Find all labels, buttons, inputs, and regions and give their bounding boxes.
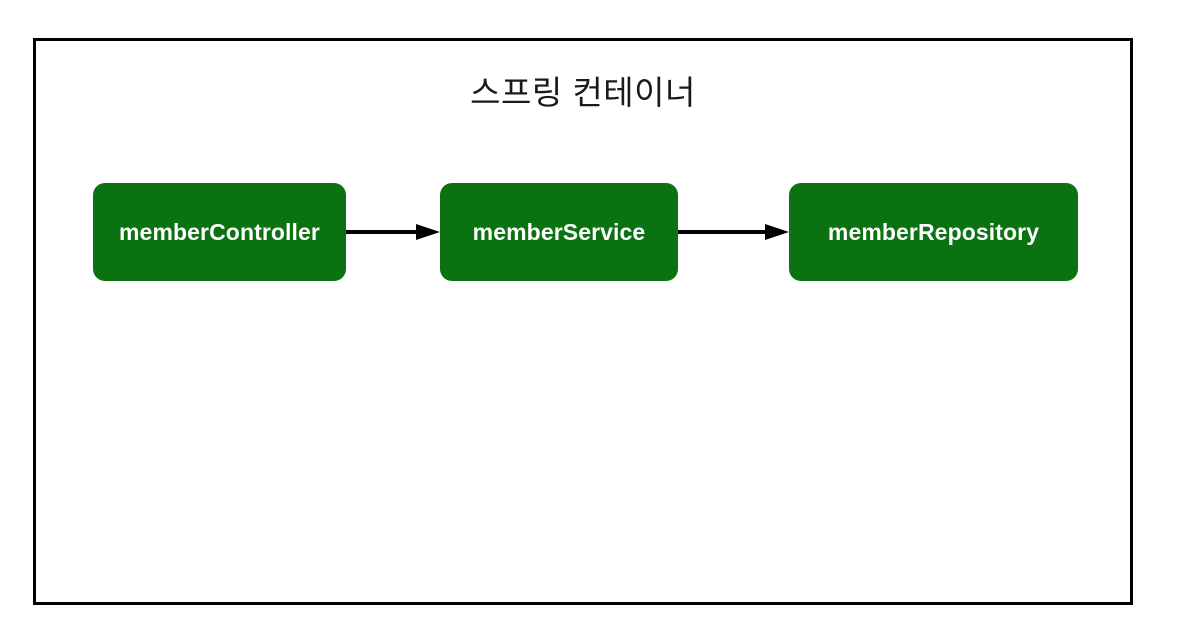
arrow-right-icon bbox=[678, 224, 789, 240]
bean-row: memberController memberService memberRep… bbox=[36, 183, 1130, 281]
bean-label: memberRepository bbox=[827, 219, 1040, 245]
arrow-controller-to-service-icon bbox=[346, 223, 440, 241]
spring-container-frame: 스프링 컨테이너 memberController memberService … bbox=[33, 38, 1133, 605]
bean-node-member-controller[interactable]: memberController bbox=[93, 183, 346, 281]
arrow-service-to-repository-icon bbox=[678, 223, 789, 241]
bean-node-member-service[interactable]: memberService bbox=[440, 183, 678, 281]
bean-label: memberService bbox=[472, 219, 646, 245]
bean-node-member-repository[interactable]: memberRepository bbox=[789, 183, 1078, 281]
arrow-right-icon bbox=[346, 224, 440, 240]
diagram-title: 스프링 컨테이너 bbox=[470, 74, 696, 111]
bean-label: memberController bbox=[119, 219, 320, 245]
